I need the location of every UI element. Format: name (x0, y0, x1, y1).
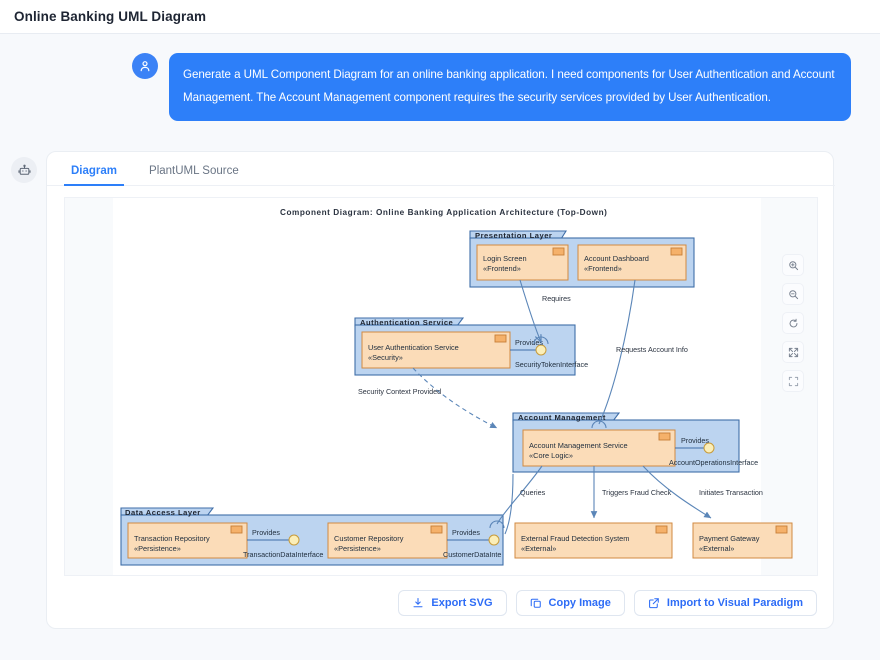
edge-label: Security Context Provided (358, 387, 441, 396)
copy-image-button[interactable]: Copy Image (515, 590, 625, 616)
user-message-bubble: Generate a UML Component Diagram for an … (169, 53, 851, 121)
fullscreen-icon[interactable] (782, 370, 804, 392)
title-bar: Online Banking UML Diagram (0, 0, 880, 34)
component-name: User Authentication Service (368, 343, 459, 352)
component-name: Account Dashboard (584, 254, 649, 263)
component-stereotype: «Core Logic» (529, 451, 573, 460)
component-login-screen[interactable]: Login Screen «Frontend» (476, 244, 569, 281)
edge-security-context-provided: Security Context Provided (358, 367, 498, 429)
package-label: Authentication Service (360, 318, 453, 327)
component-name: Payment Gateway (699, 534, 760, 543)
interface-name: AccountOperationsInterface (669, 458, 758, 467)
copy-icon (530, 597, 542, 609)
robot-icon (11, 157, 37, 183)
component-name: Login Screen (483, 254, 527, 263)
tab-plantuml-source[interactable]: PlantUML Source (149, 165, 239, 177)
package-presentation-layer: Presentation Layer Login Screen «Fronten… (469, 230, 695, 288)
edge-label: Initiates Transaction (699, 488, 763, 497)
edge-requests-account-info: Requests Account Info (591, 279, 688, 429)
import-to-visual-paradigm-button[interactable]: Import to Visual Paradigm (633, 590, 817, 616)
component-external-fraud-detection-system[interactable]: External Fraud Detection System «Externa… (514, 522, 673, 559)
chat-area: Generate a UML Component Diagram for an … (0, 34, 880, 144)
edge-triggers-fraud-check: Triggers Fraud Check (590, 466, 672, 519)
zoom-in-icon[interactable] (782, 254, 804, 276)
interface-security-token: Provides SecurityTokenInterface (510, 338, 588, 369)
package-label: Presentation Layer (475, 231, 552, 240)
edge-label: Requests Account Info (616, 345, 688, 354)
user-message-row: Generate a UML Component Diagram for an … (132, 53, 851, 121)
edge-initiates-transaction: Initiates Transaction (642, 465, 763, 519)
result-card: Diagram PlantUML Source Component Diagra… (46, 151, 835, 629)
export-svg-label: Export SVG (431, 597, 493, 609)
component-stereotype: «Persistence» (334, 544, 381, 553)
user-icon (132, 53, 158, 79)
component-stereotype: «Frontend» (483, 264, 521, 273)
card-tabs: Diagram PlantUML Source (47, 152, 835, 186)
component-account-management-service[interactable]: Account Management Service «Core Logic» (522, 429, 676, 467)
interface-name: SecurityTokenInterface (515, 360, 588, 369)
diagram-viewport[interactable]: Component Diagram: Online Banking Applic… (64, 197, 818, 576)
component-stereotype: «External» (699, 544, 734, 553)
copy-image-label: Copy Image (548, 597, 611, 609)
page-title: Online Banking UML Diagram (14, 9, 207, 24)
zoom-controls (782, 254, 804, 392)
package-account-management: Account Management Account Management Se… (512, 412, 758, 473)
component-payment-gateway[interactable]: Payment Gateway «External» (692, 522, 793, 559)
import-label: Import to Visual Paradigm (666, 597, 803, 609)
download-icon (412, 597, 424, 609)
edge-requires: Requires (519, 279, 571, 345)
edge-label: Requires (542, 294, 571, 303)
component-name: Customer Repository (334, 534, 404, 543)
external-link-icon (648, 597, 660, 609)
interface-name: CustomerDataInte (443, 550, 501, 559)
fit-screen-icon[interactable] (782, 341, 804, 363)
diagram-title: Component Diagram: Online Banking Applic… (280, 208, 607, 217)
edge-label: Triggers Fraud Check (602, 488, 672, 497)
edge-label: Queries (520, 488, 546, 497)
interface-transaction-data: Provides TransactionDataInterface (243, 528, 323, 559)
component-customer-repository[interactable]: Customer Repository «Persistence» (327, 522, 448, 559)
component-stereotype: «Security» (368, 353, 403, 362)
interface-provides-label: Provides (515, 338, 543, 347)
package-data-access-layer: Data Access Layer Transaction Repository… (120, 507, 504, 566)
package-label: Data Access Layer (125, 508, 201, 517)
component-stereotype: «Persistence» (134, 544, 181, 553)
edge-customer-data-link (504, 473, 514, 535)
component-name: Transaction Repository (134, 534, 210, 543)
interface-account-operations: Provides AccountOperationsInterface (669, 436, 758, 467)
reset-icon[interactable] (782, 312, 804, 334)
component-name: Account Management Service (529, 441, 628, 450)
interface-customer-data: Provides CustomerDataInte (443, 528, 501, 559)
component-stereotype: «External» (521, 544, 556, 553)
package-authentication-service: Authentication Service User Authenticati… (354, 317, 588, 376)
uml-component-diagram: Component Diagram: Online Banking Applic… (120, 208, 793, 566)
component-account-dashboard[interactable]: Account Dashboard «Frontend» (577, 244, 687, 281)
edge-queries: Queries (489, 465, 546, 529)
component-stereotype: «Frontend» (584, 264, 622, 273)
component-transaction-repository[interactable]: Transaction Repository «Persistence» (127, 522, 248, 559)
package-label: Account Management (518, 413, 606, 422)
component-user-authentication-service[interactable]: User Authentication Service «Security» (361, 331, 511, 369)
interface-provides-label: Provides (252, 528, 280, 537)
tab-diagram[interactable]: Diagram (63, 165, 125, 186)
interface-provides-label: Provides (452, 528, 480, 537)
zoom-out-icon[interactable] (782, 283, 804, 305)
component-name: External Fraud Detection System (521, 534, 629, 543)
card-actions: Export SVG Copy Image Import to Visual P… (47, 590, 835, 616)
interface-name: TransactionDataInterface (243, 550, 323, 559)
export-svg-button[interactable]: Export SVG (398, 590, 507, 616)
interface-provides-label: Provides (681, 436, 709, 445)
